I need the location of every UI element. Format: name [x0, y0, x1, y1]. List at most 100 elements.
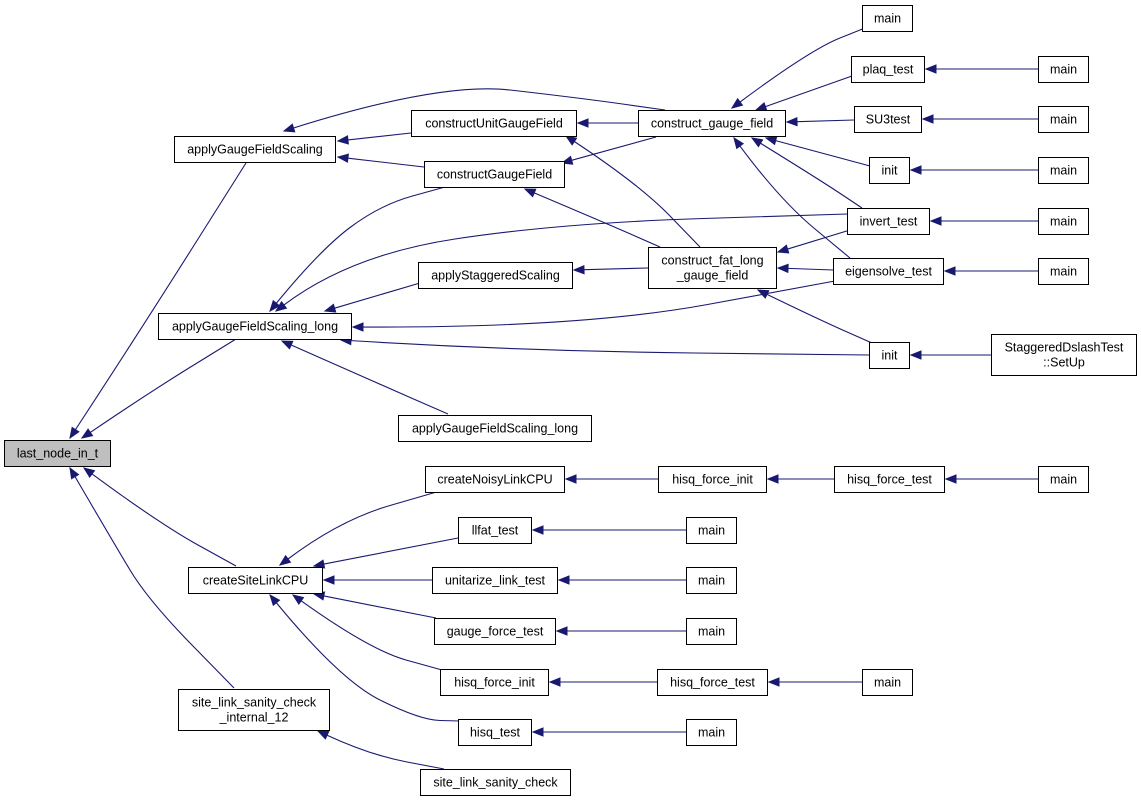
- edge-constructUnitGaugeField-to-applyGaugeFieldScaling: [336, 132, 412, 145]
- node-hisq_force_test_b[interactable]: hisq_force_test: [657, 669, 768, 696]
- node-label: main: [1050, 265, 1077, 279]
- edge-construct_gauge_field-to-constructUnitGaugeField: [576, 118, 638, 128]
- node-main_init[interactable]: main: [1038, 157, 1089, 184]
- node-main_top[interactable]: main: [862, 5, 913, 32]
- node-box: [434, 618, 556, 645]
- node-applyGaugeFieldScaling[interactable]: applyGaugeFieldScaling: [174, 136, 336, 163]
- node-main_eigen[interactable]: main: [1038, 258, 1089, 285]
- edge-line: [760, 142, 863, 209]
- node-box: [869, 157, 910, 184]
- node-box: [432, 567, 558, 594]
- arrowhead-icon: [929, 216, 942, 226]
- edge-main_invert-to-invert_test: [929, 216, 1038, 226]
- node-last_node_in_t[interactable]: last_node_in_t: [4, 440, 111, 467]
- node-main_unitarize[interactable]: main: [686, 567, 737, 594]
- node-eigensolve_test[interactable]: eigensolve_test: [833, 258, 944, 285]
- node-box: [854, 106, 922, 133]
- node-SU3test[interactable]: SU3test: [854, 106, 922, 133]
- node-label: plaq_test: [863, 63, 914, 77]
- node-unitarize_link_test[interactable]: unitarize_link_test: [432, 567, 558, 594]
- node-init_a[interactable]: init: [869, 157, 910, 184]
- node-main_invert[interactable]: main: [1038, 208, 1089, 235]
- node-label: hisq_test: [470, 726, 521, 740]
- node-applyGaugeFieldScaling_long_1[interactable]: applyGaugeFieldScaling_long: [158, 313, 352, 340]
- node-label: main: [1050, 473, 1077, 487]
- node-site_link_sanity_check_internal_12[interactable]: site_link_sanity_check_internal_12: [178, 689, 330, 731]
- node-hisq_test[interactable]: hisq_test: [458, 719, 532, 746]
- node-label: SU3test: [866, 113, 911, 127]
- edge-line: [326, 734, 445, 770]
- node-label: main: [698, 524, 725, 538]
- node-box: [418, 262, 573, 289]
- node-construct_gauge_field[interactable]: construct_gauge_field: [638, 110, 786, 137]
- arrowhead-icon: [924, 64, 937, 74]
- edge-line: [275, 602, 461, 722]
- node-site_link_sanity_check[interactable]: site_link_sanity_check: [420, 769, 571, 796]
- edge-init_a-to-construct_gauge_field: [764, 136, 871, 167]
- node-label: construct_fat_long: [661, 254, 763, 268]
- node-box: [686, 517, 737, 544]
- node-hisq_force_init_a[interactable]: hisq_force_init: [658, 466, 767, 493]
- edge-line: [287, 490, 441, 560]
- node-box: [658, 466, 767, 493]
- node-llfat_test[interactable]: llfat_test: [458, 517, 532, 544]
- node-main_gauge_force[interactable]: main: [686, 618, 737, 645]
- arrowhead-icon: [576, 118, 589, 128]
- node-label: main: [698, 726, 725, 740]
- node-box: [420, 769, 571, 796]
- edge-line: [334, 282, 421, 309]
- node-label: main: [1050, 164, 1077, 178]
- node-gauge_force_test[interactable]: gauge_force_test: [434, 618, 556, 645]
- edge-hisq_force_init_a-to-createNoisyLinkCPU: [564, 474, 658, 484]
- node-main_hisq_force_test_a[interactable]: main: [1038, 466, 1089, 493]
- arrowhead-icon: [69, 426, 80, 440]
- node-box: [4, 440, 111, 467]
- node-label: hisq_force_init: [672, 473, 753, 487]
- node-hisq_force_test_a[interactable]: hisq_force_test: [834, 466, 945, 493]
- node-createNoisyLinkCPU[interactable]: createNoisyLinkCPU: [425, 466, 565, 493]
- node-main_plaq[interactable]: main: [1038, 56, 1089, 83]
- edge-applyGaugeFieldScaling_long_2-to-applyGaugeFieldScaling_long_1: [280, 340, 449, 415]
- arrowhead-icon: [80, 428, 94, 439]
- edge-constructGaugeField-to-applyGaugeFieldScaling: [336, 153, 425, 168]
- node-invert_test[interactable]: invert_test: [847, 208, 930, 235]
- node-main_hisq_test[interactable]: main: [686, 719, 737, 746]
- node-applyStaggeredScaling[interactable]: applyStaggeredScaling: [418, 262, 573, 289]
- node-label: llfat_test: [472, 524, 519, 538]
- node-constructUnitGaugeField[interactable]: constructUnitGaugeField: [411, 110, 577, 137]
- node-main_llfat[interactable]: main: [686, 517, 737, 544]
- node-box: [1038, 106, 1089, 133]
- edge-line: [766, 293, 873, 344]
- edge-line: [347, 132, 412, 141]
- edge-line: [362, 280, 836, 328]
- edge-line: [739, 25, 871, 103]
- node-label: main: [698, 574, 725, 588]
- node-applyGaugeFieldScaling_long_2[interactable]: applyGaugeFieldScaling_long: [398, 415, 592, 442]
- edge-line: [350, 340, 870, 356]
- node-box: [158, 313, 352, 340]
- node-hisq_force_init_b[interactable]: hisq_force_init: [440, 669, 549, 696]
- node-label: StaggeredDslashTest: [1005, 341, 1124, 355]
- edge-line: [323, 595, 437, 619]
- node-label: createNoisyLinkCPU: [437, 473, 552, 487]
- arrowhead-icon: [351, 322, 364, 332]
- edge-line: [533, 192, 661, 248]
- node-constructGaugeField[interactable]: constructGaugeField: [424, 161, 565, 188]
- node-box: [686, 719, 737, 746]
- arrowhead-icon: [274, 300, 288, 312]
- node-init_b[interactable]: init: [869, 342, 910, 369]
- node-main_su3[interactable]: main: [1038, 106, 1089, 133]
- node-createSiteLinkCPU[interactable]: createSiteLinkCPU: [188, 567, 323, 594]
- node-plaq_test[interactable]: plaq_test: [851, 56, 925, 83]
- node-StaggeredDslashTest_SetUp[interactable]: StaggeredDslashTest::SetUp: [991, 334, 1137, 376]
- node-construct_fat_long_gauge_field[interactable]: construct_fat_long_gauge_field: [648, 247, 777, 289]
- arrowhead-icon: [909, 350, 922, 360]
- node-box: [174, 136, 336, 163]
- edge-line: [574, 141, 701, 248]
- arrowhead-icon: [909, 165, 922, 175]
- node-box: [686, 567, 737, 594]
- edge-line: [75, 162, 247, 430]
- node-box: [425, 466, 565, 493]
- node-main_hisq_force_test_b[interactable]: main: [862, 669, 913, 696]
